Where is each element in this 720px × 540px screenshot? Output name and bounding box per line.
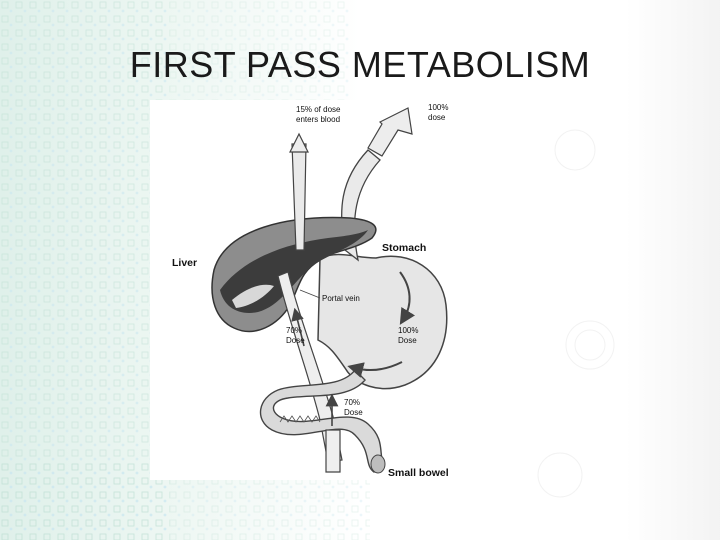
liver-label: Liver [172, 257, 197, 269]
dose-in-label-line2: dose [428, 113, 446, 122]
portal-vein-label: Portal vein [322, 294, 360, 303]
first-pass-diagram: 15% of dose enters blood 100% dose Stoma… [150, 100, 450, 480]
slide-title: FIRST PASS METABOLISM [129, 44, 591, 85]
bowel-villi [279, 415, 321, 423]
bowel-outlet [325, 429, 341, 473]
dose-in-arrow [367, 107, 413, 157]
stomach-flow-arrow [399, 271, 416, 325]
bowel-outlet-opening [370, 454, 386, 474]
stomach-out-arrow [347, 361, 403, 378]
portal-flow-arrow [291, 307, 305, 347]
portal-dose-label-line2: Dose [286, 336, 305, 345]
liver-lobe-highlight [232, 284, 274, 308]
blood-arrow-head [289, 132, 309, 153]
portal-vein-pointer [299, 289, 321, 299]
dose-enters-blood-label-line2: enters blood [296, 115, 340, 124]
bowel-dose-label-line1: 70% [344, 398, 360, 407]
dose-in-label-line1: 100% [428, 103, 448, 112]
dose-enters-blood-label-line1: 15% of dose [296, 105, 341, 114]
stomach-dose-label-line1: 100% [398, 326, 418, 335]
small-bowel-label: Small bowel [388, 467, 449, 479]
stomach-label: Stomach [382, 242, 426, 254]
portal-dose-label-line1: 70% [286, 326, 302, 335]
bowel-dose-label-line2: Dose [344, 408, 363, 417]
stomach-dose-label-line2: Dose [398, 336, 417, 345]
